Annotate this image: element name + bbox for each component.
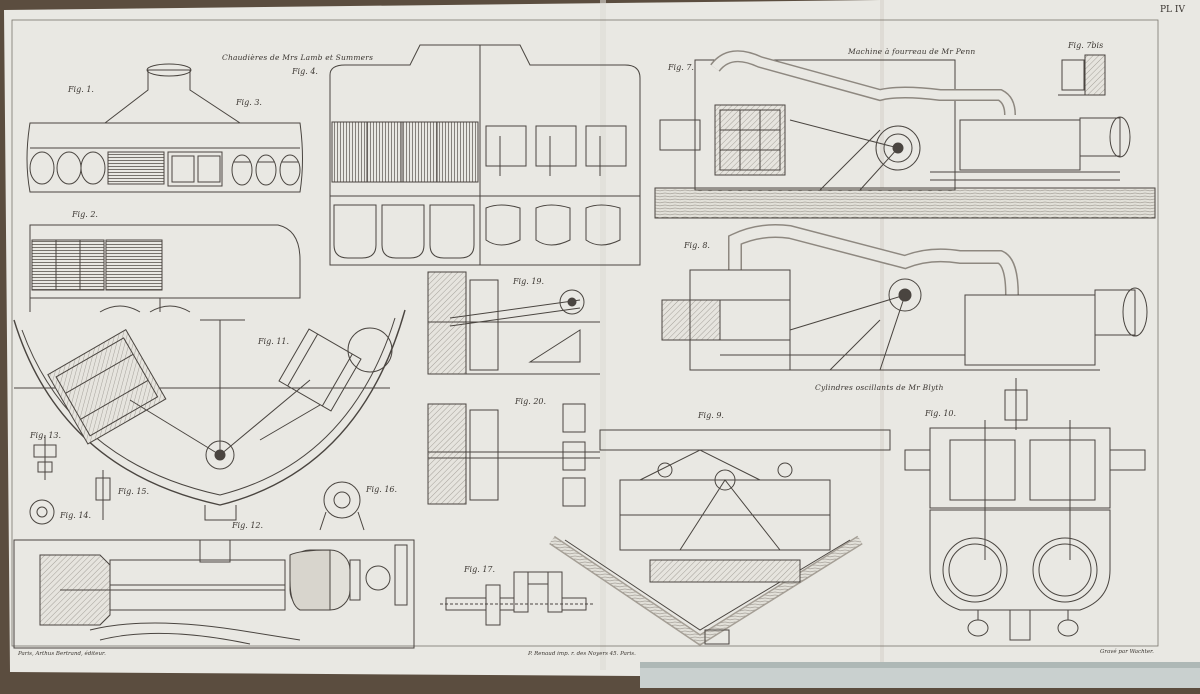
label-fig1: Fig. 1. [68,85,94,94]
label-fig11: Fig. 11. [258,337,290,346]
fig17-crankshaft [440,571,595,626]
label-fig9: Fig. 9. [698,411,724,420]
label-fig3: Fig. 3. [236,98,262,107]
label-fig19: Fig. 19. [513,277,545,286]
label-fig13: Fig. 13. [30,431,62,440]
label-fig2: Fig. 2. [72,210,98,219]
label-fig7: Fig. 7. [668,63,694,72]
fig11-hull-section [13,309,406,521]
fig7bis-detail [1058,54,1106,96]
label-fig14: Fig. 14. [60,511,92,520]
paper-sheet [4,0,1200,688]
label-fig8: Fig. 8. [684,241,710,250]
label-fig15: Fig. 15. [118,487,150,496]
fig19-engine-section [427,271,600,375]
fig12-engine-plan [13,539,415,649]
fig13-16-small-parts [29,435,365,531]
label-fig20: Fig. 20. [515,397,547,406]
imprint-engraver: Gravé par Wachter. [1100,649,1154,655]
fig7-penn-engine [654,50,1156,219]
label-fig16: Fig. 16. [366,485,398,494]
plate-number: PL IV [1160,5,1185,15]
imprint-printer: P. Renaud imp. r. des Noyers 45. Paris. [528,651,636,657]
label-fig17: Fig. 17. [464,565,496,574]
fig1-boiler-front [26,63,303,193]
fig9-oscillating-engine [549,429,891,646]
title-blyth-cylinders: Cylindres oscillants de Mr Blyth [815,383,944,392]
title-penn-engine: Machine à fourreau de Mr Penn [848,47,976,56]
label-fig7bis: Fig. 7bis [1068,41,1104,50]
imprint-publisher: Paris, Arthus Bertrand, éditeur. [18,651,106,657]
fig8-engine-elevation [661,224,1148,371]
label-fig4: Fig. 4. [292,67,318,76]
fig2-boiler-side [29,224,301,313]
fig4-boiler-section [329,44,641,266]
fig20-engine-plan [427,403,600,507]
fig10-cylinders-front [904,378,1146,641]
label-fig10: Fig. 10. [925,409,957,418]
label-fig12: Fig. 12. [232,521,264,530]
title-lamb-summers: Chaudières de Mrs Lamb et Summers [222,53,374,62]
